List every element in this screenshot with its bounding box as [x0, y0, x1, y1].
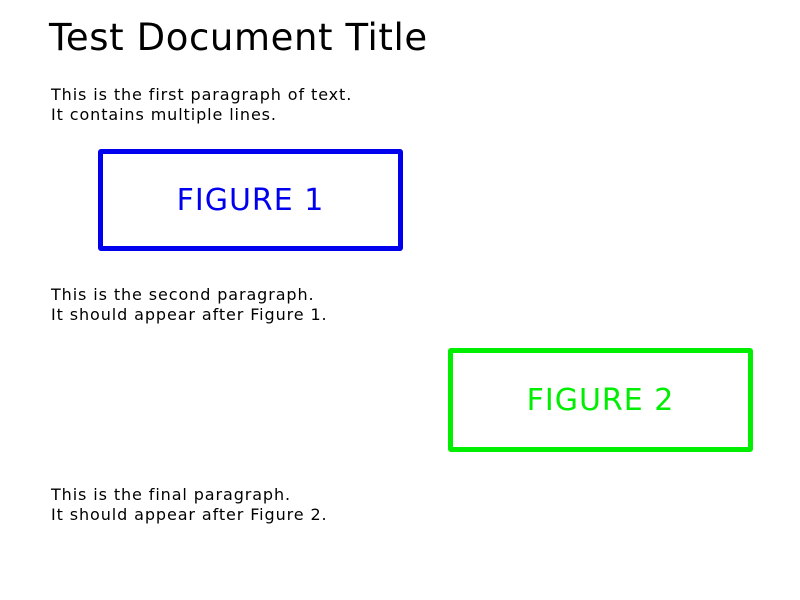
figure-1-label: FIGURE 1: [176, 182, 325, 218]
paragraph-final: This is the final paragraph. It should a…: [51, 485, 328, 525]
document-title: Test Document Title: [49, 16, 428, 59]
paragraph-line: It should appear after Figure 1.: [51, 305, 328, 324]
figure-2-box: FIGURE 2: [448, 348, 753, 452]
paragraph-line: It contains multiple lines.: [51, 105, 277, 124]
paragraph-second: This is the second paragraph. It should …: [51, 285, 328, 325]
paragraph-line: It should appear after Figure 2.: [51, 505, 328, 524]
paragraph-line: This is the first paragraph of text.: [51, 85, 353, 104]
figure-1-box: FIGURE 1: [98, 149, 403, 251]
figure-2-label: FIGURE 2: [526, 382, 675, 418]
paragraph-line: This is the second paragraph.: [51, 285, 315, 304]
paragraph-line: This is the final paragraph.: [51, 485, 292, 504]
paragraph-first: This is the first paragraph of text. It …: [51, 85, 352, 125]
